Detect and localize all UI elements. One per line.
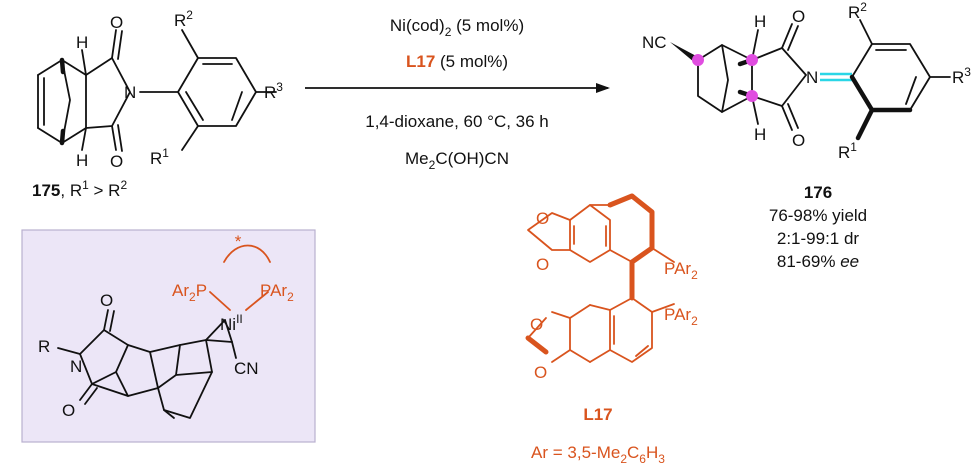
ligand-p-ar2: Ar2P [172, 281, 207, 304]
stereocenter-marker [746, 54, 758, 66]
atom-o: O [792, 131, 805, 150]
substituent-r: R [38, 337, 50, 356]
atom-h: H [754, 12, 766, 31]
substituent-r3: R3 [264, 80, 283, 102]
atom-h: H [76, 151, 88, 170]
atom-o: O [792, 7, 805, 26]
ligand-label: L17 [583, 405, 612, 424]
nickel-center: NiII [220, 312, 243, 334]
atom-o: O [100, 291, 113, 310]
ligand-par2-top: PAr2 [664, 259, 698, 282]
product-label: 176 [804, 183, 832, 202]
ligand-par2-bottom: PAr2 [664, 305, 698, 328]
condition-reagent: Me2C(OH)CN [405, 149, 509, 172]
stereocenter-marker [692, 54, 704, 66]
substituent-r2: R2 [848, 0, 867, 22]
ligand-oxygen: O [536, 209, 549, 228]
atom-h: H [76, 33, 88, 52]
nickel-intermediate-structure [57, 244, 271, 419]
atom-o: O [110, 152, 123, 171]
chirality-star: * [235, 232, 242, 251]
intermediate-panel [21, 229, 316, 443]
atom-o: O [110, 13, 123, 32]
substituent-r1: R1 [838, 140, 857, 162]
substituent-r1: R1 [150, 146, 169, 168]
condition-catalyst: Ni(cod)2 (5 mol%) [390, 16, 524, 39]
atom-n: N [124, 83, 136, 102]
product-dr: 2:1-99:1 dr [777, 229, 860, 248]
atom-nc: NC [642, 33, 667, 52]
product-yield: 76-98% yield [769, 206, 867, 225]
reactant-structure-175 [37, 29, 277, 152]
stereocenter-marker [746, 90, 758, 102]
atom-h: H [754, 125, 766, 144]
substituent-r3: R3 [952, 65, 971, 87]
condition-ligand: L17 (5 mol%) [406, 52, 508, 71]
reactant-label: 175, R1 > R2 [32, 178, 127, 200]
ligand-oxygen: O [536, 255, 549, 274]
ligand-oxygen: O [534, 363, 547, 382]
ligand-oxygen: O [530, 315, 543, 334]
product-ee: 81-69% ee [777, 252, 859, 271]
ligand-l17-structure [525, 193, 675, 363]
cyanide-ligand: CN [234, 359, 259, 378]
atom-o: O [62, 401, 75, 420]
substituent-r2: R2 [174, 8, 193, 30]
condition-solvent: 1,4-dioxane, 60 °C, 36 h [365, 112, 549, 131]
ligand-aryl-definition: Ar = 3,5-Me2C6H3 [531, 443, 665, 466]
ligand-p-ar2: PAr2 [260, 281, 294, 304]
atom-n: N [806, 68, 818, 87]
atom-n: N [70, 357, 82, 376]
